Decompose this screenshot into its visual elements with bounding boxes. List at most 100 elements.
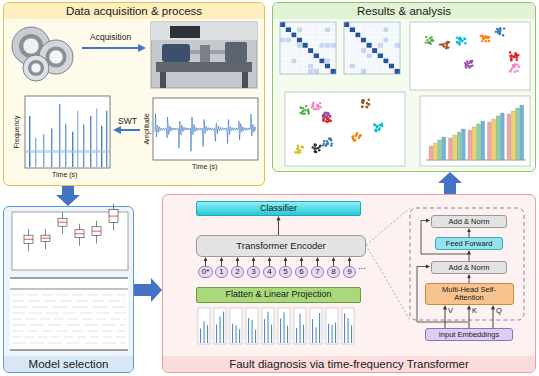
matrix-cell: [389, 38, 395, 43]
arrowhead: [236, 257, 240, 261]
add-norm-box: Add & Norm: [431, 261, 507, 274]
scatter-dot: [304, 109, 306, 111]
matrix-cell: [297, 69, 303, 74]
spectrogram-streak: [77, 111, 78, 167]
matrix-cell: [394, 43, 400, 48]
patch-streak: [264, 319, 265, 343]
matrix-cell: [319, 53, 325, 58]
scatter-dot: [464, 42, 466, 44]
patch-streak: [220, 316, 221, 343]
scatter-dot: [330, 139, 332, 141]
scatter-dot: [376, 125, 378, 127]
scatter-dot: [442, 43, 444, 45]
matrix-cell: [372, 69, 378, 74]
scatter-dot: [359, 135, 361, 137]
matrix-cell: [325, 22, 331, 27]
spectrogram-streak: [65, 124, 66, 167]
scatter-dot: [425, 36, 427, 38]
bar-chart: [426, 105, 526, 160]
matrix-cell: [308, 53, 314, 58]
bar-chart-frame: [420, 96, 530, 166]
matrix-cell: [302, 22, 308, 27]
matrix-cell: [302, 32, 308, 37]
matrix-cell: [319, 58, 325, 63]
scatter-dot: [483, 37, 485, 39]
matrix-cell: [389, 27, 395, 32]
process-label: SWT: [118, 116, 137, 126]
matrix-cell: [302, 27, 308, 32]
patch-frame: [278, 308, 290, 344]
patch-streak: [223, 312, 224, 343]
scatter-dot: [329, 116, 331, 118]
scatter-dot: [316, 106, 318, 108]
connector: [236, 257, 240, 266]
scatter-dot: [509, 55, 511, 57]
scatter-dot: [499, 33, 501, 35]
flow-arrowhead: [113, 126, 121, 134]
matrix-cell: [394, 69, 400, 74]
scatter-dot: [307, 109, 309, 111]
matrix-cell: [297, 32, 303, 37]
scatter-dot: [361, 106, 363, 108]
matrix-cell: [319, 69, 325, 74]
scatter-dot: [362, 99, 364, 101]
matrix-cell: [308, 64, 314, 69]
matrix-cell: [394, 38, 400, 43]
matrix-cell: [325, 38, 331, 43]
matrix-frame: [344, 22, 400, 74]
matrix-cell: [308, 58, 314, 63]
axis-label: Time (s): [192, 163, 217, 170]
matrix-cell: [330, 27, 336, 32]
scatter-dot: [365, 106, 367, 108]
scatter-dot: [322, 144, 324, 146]
box-median: [41, 238, 50, 239]
waveform-line: [155, 114, 256, 152]
matrix-cell: [308, 43, 314, 48]
patch-frame: [326, 308, 338, 344]
scatter-dot: [366, 106, 368, 108]
scatter-dot: [442, 44, 444, 46]
box-text: 8: [331, 268, 335, 276]
scatter-dot: [315, 108, 317, 110]
scatter-dot: [480, 35, 482, 37]
tsne-scatter: [294, 99, 383, 155]
connector-line: [469, 310, 470, 329]
matrix-cell: [325, 53, 331, 58]
box-text: 7: [315, 268, 319, 276]
rig-load: [225, 42, 247, 62]
scatter-dot: [353, 139, 355, 141]
matrix-cell: [355, 43, 361, 48]
section-panel: Fault diagnosis via time-frequency Trans…: [162, 194, 536, 373]
patch-frame: [230, 308, 242, 344]
matrix-cell: [308, 32, 314, 37]
arrowhead: [284, 257, 288, 261]
arrowhead: [220, 257, 224, 261]
chart-bar: [438, 140, 442, 160]
patch-streak: [271, 325, 272, 343]
spectrogram-streak: [96, 108, 97, 167]
matrix-cell: [291, 27, 297, 32]
matrix-cell: [344, 38, 350, 43]
arrowhead: [467, 228, 471, 232]
matrix-cell: [319, 43, 325, 48]
connector-line: [221, 261, 222, 266]
matrix-cell: [308, 69, 314, 74]
scatter-dot: [481, 40, 483, 42]
scatter-dot: [465, 66, 467, 68]
token-box: 2: [231, 266, 244, 278]
box-median: [58, 222, 67, 223]
arrowhead: [268, 257, 272, 261]
scatter-dot: [362, 102, 364, 104]
token-box: 9: [343, 266, 356, 278]
scatter-dot: [486, 36, 488, 38]
matrix-cell: [344, 58, 350, 63]
arrowhead: [332, 257, 336, 261]
matrix-cell: [325, 43, 331, 48]
matrix-cell: [314, 69, 320, 74]
block-arrow: [56, 186, 80, 206]
matrix-cell: [308, 22, 314, 27]
chart-bar: [516, 108, 520, 160]
matrix-cell: [302, 43, 308, 48]
scatter-dot: [456, 36, 458, 38]
table-row: [12, 307, 126, 308]
